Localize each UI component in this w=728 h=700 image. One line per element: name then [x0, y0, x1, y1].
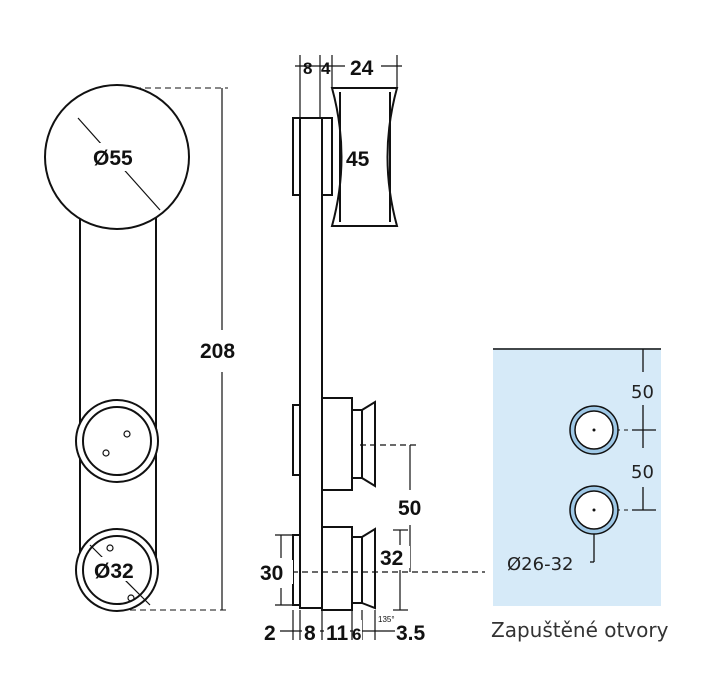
hole-spacing-top: 50 — [631, 382, 654, 403]
wheel-height-label: 45 — [346, 148, 370, 171]
dim-6: 6 — [352, 625, 361, 644]
dim-2: 2 — [264, 622, 276, 645]
middle-roller — [75, 399, 159, 483]
dim-8-top: 8 — [303, 59, 312, 78]
side-view — [275, 55, 485, 640]
holes-panel — [493, 348, 661, 606]
roller-height-label: 32 — [380, 547, 403, 570]
dim-11: 11 — [326, 622, 349, 645]
arm-body — [79, 200, 157, 580]
hole-diameter-label: Ø26-32 — [507, 554, 573, 575]
glass-panel — [493, 348, 661, 606]
dim-24: 24 — [350, 57, 374, 80]
angle-label: 135° — [378, 615, 395, 624]
plate-height-label: 30 — [260, 562, 283, 585]
wheel-diameter-label: Ø55 — [93, 147, 133, 170]
dim-4-top: 4 — [321, 59, 331, 78]
plate — [299, 117, 323, 609]
dim-8: 8 — [304, 622, 316, 645]
spacing-label: 50 — [398, 497, 421, 520]
height-label: 208 — [200, 340, 235, 363]
roller-diameter-label: Ø32 — [94, 560, 134, 583]
holes-caption: Zapuštěné otvory — [491, 618, 669, 642]
hole-spacing-mid: 50 — [631, 462, 654, 483]
dim-3-5: 3.5 — [396, 622, 426, 645]
